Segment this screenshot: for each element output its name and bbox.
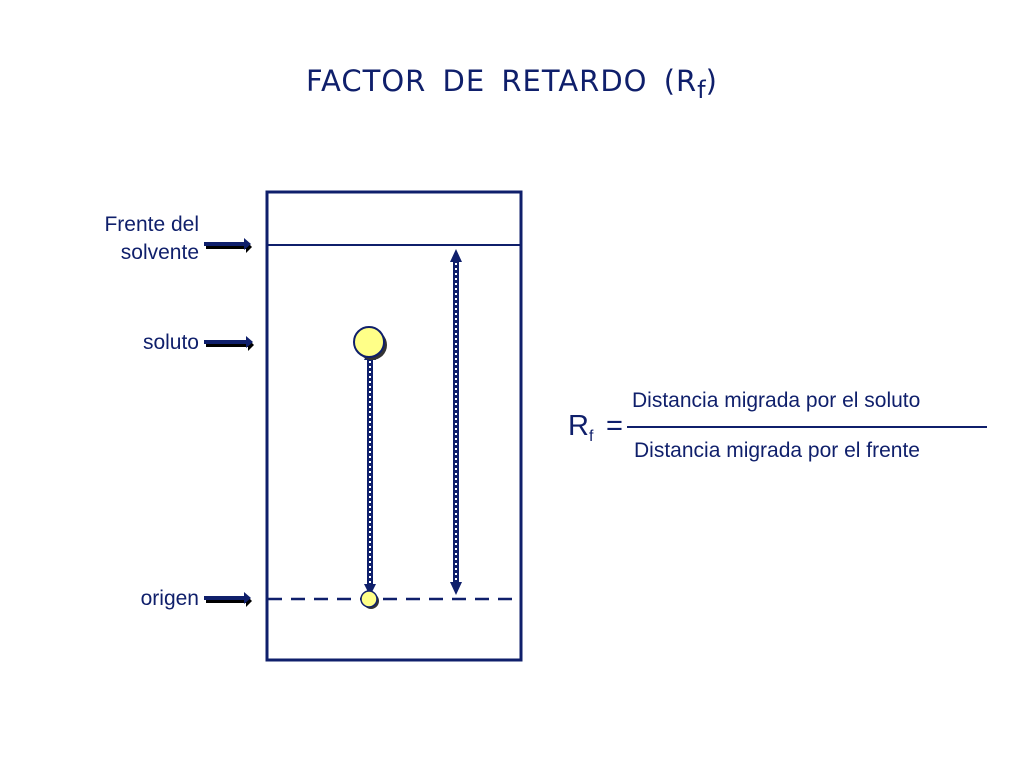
slide-title: FACTOR DE RETARDO (Rf) — [0, 64, 1024, 104]
rf-symbol-letter: R — [568, 410, 589, 442]
formula-numerator: Distancia migrada por el soluto — [632, 389, 921, 412]
origin-label: origen — [140, 587, 199, 610]
rf-formula: Rf = Distancia migrada por el soluto Dis… — [568, 384, 998, 474]
rf-symbol: Rf — [568, 410, 593, 446]
tlc-plate — [265, 190, 523, 662]
solute-pointer-arrow — [204, 336, 254, 351]
rf-symbol-subscript: f — [588, 428, 594, 445]
front-distance-arrow — [450, 249, 462, 595]
origin-pointer-arrow — [204, 592, 252, 607]
title-text: FACTOR DE RETARDO (R — [306, 64, 698, 98]
solvent-front-pointer-arrow — [204, 238, 252, 253]
solvent-front-label-line2: solvente — [120, 241, 199, 264]
title-closing: ) — [705, 64, 718, 98]
fraction-bar — [627, 426, 987, 428]
title-subscript: f — [697, 76, 706, 104]
solvent-front-label: Frente del solvente — [104, 211, 199, 267]
formula-denominator: Distancia migrada por el frente — [634, 439, 920, 462]
solvent-front-label-line1: Frente del — [104, 213, 199, 236]
solute-spot — [353, 326, 387, 360]
origin-spot — [360, 590, 379, 609]
equals-sign: = — [606, 410, 623, 442]
solute-label: soluto — [142, 331, 199, 354]
